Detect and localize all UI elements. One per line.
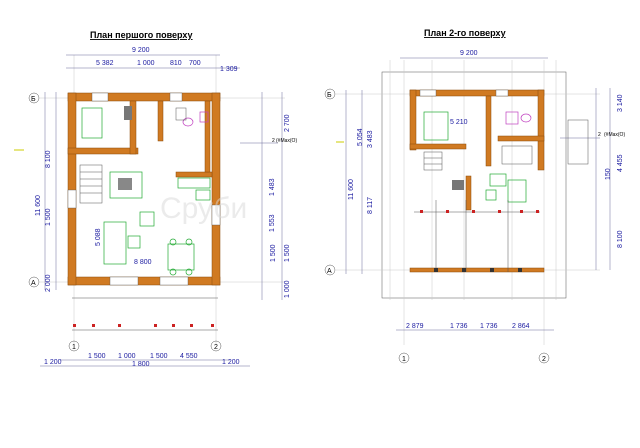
dim-left-1-b: 11 600 [35, 195, 42, 216]
level-label-1: 2 [272, 138, 275, 144]
dim-right-1-e: 1 000 [284, 280, 291, 298]
dim-left-2-b: 5 054 [357, 128, 364, 146]
dim-top-1-a: 5 382 [96, 60, 114, 67]
second-floor-plan: План 2-го поверху 9 200 Б А 1 2 11 600 5… [324, 28, 625, 364]
axis-row-b-2: Б [327, 92, 332, 99]
dim-right-1-a: 2 700 [284, 114, 291, 132]
dim-bottom-2-d: 2 864 [512, 323, 530, 330]
dim-right-2-a: 3 140 [617, 94, 624, 112]
inner-label-1-b: 8 800 [134, 259, 152, 266]
dim-bottom-1-f: 1 800 [132, 361, 150, 368]
dim-left-2-d: 8 117 [367, 197, 374, 214]
axis-col-2-2: 2 [542, 356, 546, 363]
inner-label-1-a: 5 088 [95, 228, 102, 246]
dim-top-1-e: 1 309 [220, 66, 238, 73]
dim-left-1-d: 2 000 [45, 274, 52, 292]
dim-bottom-2-b: 1 736 [450, 323, 468, 330]
dim-top-total-1: 9 200 [132, 47, 150, 54]
dim-top-1-c: 810 [170, 60, 182, 67]
level-label-2: 2 [598, 132, 601, 138]
dim-bottom-1-e: 1 200 [44, 359, 62, 366]
inner-label-2-a: 5 210 [450, 119, 468, 126]
level-note-2: (#Max(O) [604, 132, 625, 138]
dim-right-2-c: 150 [605, 168, 612, 180]
watermark-text: Сруби [160, 192, 247, 225]
first-floor-plan: План першого поверху 9 200 5 382 1 000 8… [14, 30, 297, 368]
dim-right-1-d: 1 500 [284, 244, 291, 262]
dim-bottom-1-g: 1 200 [222, 359, 240, 366]
axis-col-1-1: 1 [72, 344, 76, 351]
dim-top-total-2: 9 200 [460, 50, 478, 57]
dim-bottom-1-c: 1 500 [150, 353, 168, 360]
dim-left-2-a: 11 600 [348, 179, 355, 200]
axis-row-b-1: Б [31, 96, 36, 103]
dim-bottom-1-b: 1 000 [118, 353, 136, 360]
dim-right-1-b: 1 483 [269, 178, 276, 196]
dim-bottom-2-c: 1 736 [480, 323, 498, 330]
axis-row-a-1: А [31, 280, 36, 287]
plan-title-2: План 2-го поверху [424, 28, 506, 38]
dim-top-1-b: 1 000 [137, 60, 155, 67]
level-note-1: (#Max(O) [276, 138, 297, 144]
inner-label-1-c: 1 500 [270, 244, 277, 262]
dim-bottom-1-d: 4 550 [180, 353, 198, 360]
dim-left-1-a: 8 100 [45, 150, 52, 168]
dim-left-1-c: 1 500 [45, 208, 52, 226]
dim-right-2-d: 8 100 [617, 230, 624, 248]
dim-bottom-1-a: 1 500 [88, 353, 106, 360]
dim-right-2-b: 4 455 [617, 154, 624, 172]
axis-row-a-2: А [327, 268, 332, 275]
dim-bottom-2-a: 2 879 [406, 323, 424, 330]
dim-right-1-c: 1 553 [269, 214, 276, 232]
dim-left-2-c: 3 483 [367, 130, 374, 148]
axis-col-1-2: 1 [402, 356, 406, 363]
plan-title-1: План першого поверху [90, 30, 193, 40]
axis-col-2-1: 2 [214, 344, 218, 351]
dim-top-1-d: 700 [189, 60, 201, 67]
